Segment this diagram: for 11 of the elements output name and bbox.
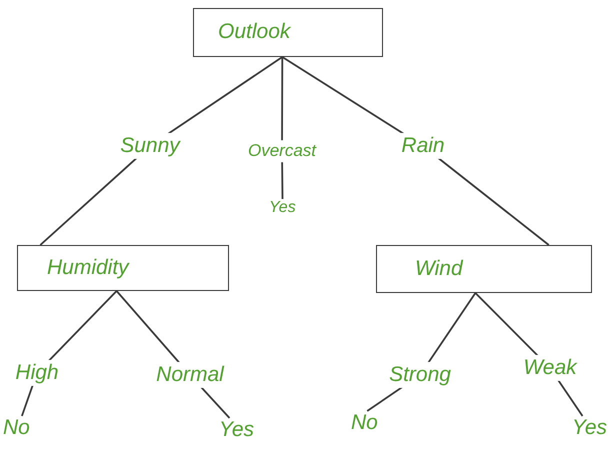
outcome-label: Yes <box>269 199 296 218</box>
decision-box <box>17 245 229 291</box>
decision-box <box>376 245 592 293</box>
outcome-label: Yes <box>572 416 608 440</box>
attribute-label: Humidity <box>47 256 129 280</box>
outcome-label: No <box>3 416 30 440</box>
decision-box <box>193 8 383 57</box>
attribute-label: Outlook <box>218 20 290 45</box>
attribute-label: Wind <box>415 256 463 282</box>
outcome-label: No <box>351 411 378 436</box>
outcome-label: Yes <box>219 418 254 442</box>
